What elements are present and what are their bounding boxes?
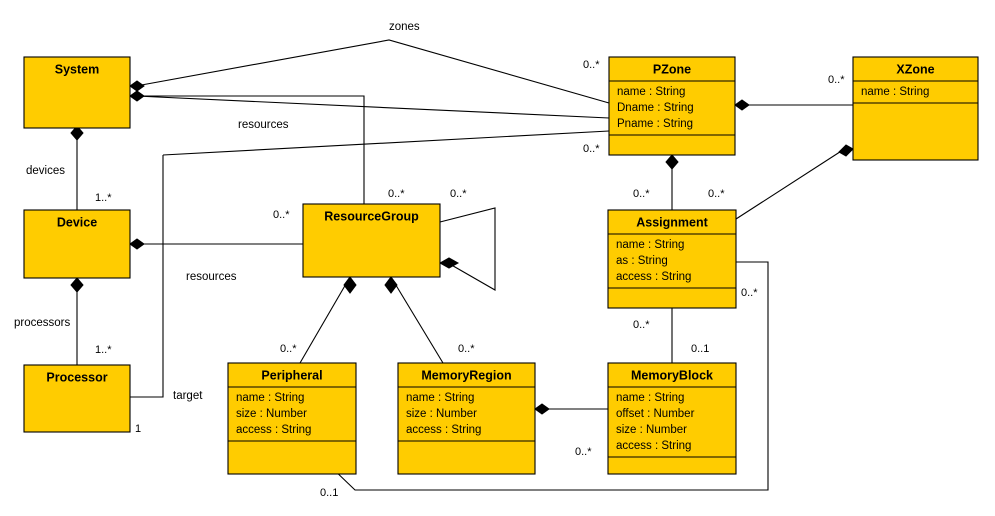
multiplicity-m-rg-top: 0..*	[388, 188, 405, 200]
class-name: Peripheral	[261, 369, 322, 383]
class-rect	[852, 56, 979, 161]
edge-processor-target[interactable]	[130, 155, 164, 398]
aggregation-diamond-system-a	[129, 80, 145, 92]
class-name: MemoryBlock	[631, 369, 713, 383]
class-attribute: name : String	[861, 86, 929, 98]
multiplicity-m-peripheral: 0..*	[280, 343, 297, 355]
multiplicity-m-memoryblock-top: 0..1	[691, 343, 709, 355]
class-box-memoryblock[interactable]: MemoryBlock name : String offset : Number s…	[607, 362, 737, 475]
class-box-resourcegroup[interactable]: ResourceGroup	[302, 203, 441, 278]
class-name: XZone	[896, 63, 934, 77]
role-label-resources-1: resources	[238, 119, 289, 131]
class-box-processor[interactable]: Processor	[23, 364, 131, 433]
class-name: Assignment	[636, 216, 708, 230]
aggregation-diamond-rg-peripheral	[343, 276, 357, 294]
class-attribute: name : String	[406, 392, 474, 404]
edge-target-upper[interactable]	[162, 130, 610, 156]
edge-layer	[70, 39, 854, 491]
edge-system-resourcegroup-resources[interactable]	[144, 95, 365, 204]
class-name: Device	[57, 216, 97, 230]
aggregation-diamond-device-processor	[70, 277, 84, 293]
role-label-resources-2: resources	[186, 271, 237, 283]
multiplicity-m-rg-left: 0..*	[273, 209, 290, 221]
class-name: ResourceGroup	[324, 210, 419, 224]
class-attribute: name : String	[236, 392, 304, 404]
multiplicity-m-memoryregion: 0..*	[458, 343, 475, 355]
role-label-zones: zones	[389, 21, 420, 33]
class-name: MemoryRegion	[421, 369, 511, 383]
class-rect	[23, 56, 131, 129]
aggregation-diamond-memoryregion-memoryblock	[534, 403, 550, 415]
multiplicity-m-system-pzone-bottom: 0..*	[583, 143, 600, 155]
class-attribute: offset : Number	[616, 408, 695, 420]
multiplicity-m-assignment-bottom: 0..*	[633, 319, 650, 331]
class-name: Processor	[46, 371, 107, 385]
multiplicity-m-system-pzone-top: 0..*	[583, 59, 600, 71]
aggregation-diamond-system-b	[129, 90, 145, 102]
multiplicity-m-assignment-top-right: 0..*	[708, 188, 725, 200]
multiplicity-m-rg-self-right: 0..*	[450, 188, 467, 200]
multiplicity-m-processor-bottom-1: 1	[135, 423, 141, 435]
class-attribute: size : Number	[616, 424, 687, 436]
edge-resourcegroup-self[interactable]	[439, 207, 496, 291]
multiplicity-m-device-1: 1..*	[95, 192, 112, 204]
class-attribute: as : String	[616, 255, 668, 267]
edge-assignment-xzone[interactable]	[735, 147, 847, 220]
class-name: PZone	[653, 63, 691, 77]
class-rect	[607, 362, 737, 475]
role-label-target: target	[173, 390, 203, 402]
class-attribute: access : String	[616, 271, 691, 283]
class-attribute: Dname : String	[617, 102, 694, 114]
class-rect	[227, 362, 357, 475]
class-box-system[interactable]: System	[23, 56, 131, 129]
class-attribute: access : String	[616, 440, 691, 452]
aggregation-diamond-rg-memoryregion	[384, 276, 398, 294]
class-rect	[607, 209, 737, 309]
class-box-peripheral[interactable]: Peripheral name : String size : Number acce…	[227, 362, 357, 475]
class-attribute: Pname : String	[617, 118, 693, 130]
multiplicity-m-pzone-xzone: 0..*	[828, 74, 845, 86]
aggregation-diamond-pzone-xzone	[734, 99, 750, 111]
class-attribute: size : Number	[406, 408, 477, 420]
aggregation-diamond-rg-self	[438, 257, 460, 269]
aggregation-diamond-device-rg	[129, 238, 145, 250]
multiplicity-m-assignment-top-left: 0..*	[633, 188, 650, 200]
aggregation-diamond-system-device	[70, 125, 84, 141]
labels-layer: zones resources devices resources processors…	[14, 21, 845, 499]
multiplicity-m-memoryblock-left: 0..*	[575, 446, 592, 458]
edge-resourcegroup-peripheral[interactable]	[299, 276, 351, 364]
class-box-device[interactable]: Device	[23, 209, 131, 279]
class-box-assignment[interactable]: Assignment name : String as : String access…	[607, 209, 737, 309]
class-attribute: size : Number	[236, 408, 307, 420]
class-rect	[23, 364, 131, 433]
class-box-memoryregion[interactable]: MemoryRegion name : String size : Number ac…	[397, 362, 536, 475]
class-attribute: name : String	[616, 239, 684, 251]
multiplicity-m-peripheral-bottom: 0..1	[320, 487, 338, 499]
class-attribute: access : String	[236, 424, 311, 436]
edge-system-pzone-2[interactable]	[135, 95, 610, 119]
class-name: System	[55, 63, 99, 77]
role-label-processors: processors	[14, 317, 70, 329]
role-label-devices: devices	[26, 165, 65, 177]
multiplicity-m-assignment-right: 0..*	[741, 287, 758, 299]
class-attribute: name : String	[616, 392, 684, 404]
class-box-xzone[interactable]: XZone name : String	[852, 56, 979, 161]
edge-assignment-peripheral-route[interactable]	[329, 261, 769, 491]
edge-resourcegroup-memoryregion[interactable]	[390, 276, 444, 364]
aggregation-diamond-pzone-assignment	[665, 154, 679, 170]
class-rect	[23, 209, 131, 279]
class-rect	[302, 203, 441, 278]
edge-system-pzone-zones[interactable]	[135, 39, 610, 104]
class-attribute: access : String	[406, 424, 481, 436]
multiplicity-m-processor-1: 1..*	[95, 344, 112, 356]
class-rect	[608, 56, 736, 156]
aggregation-diamond-assignment-xzone	[838, 144, 854, 157]
class-rect	[397, 362, 536, 475]
class-attribute: name : String	[617, 86, 685, 98]
